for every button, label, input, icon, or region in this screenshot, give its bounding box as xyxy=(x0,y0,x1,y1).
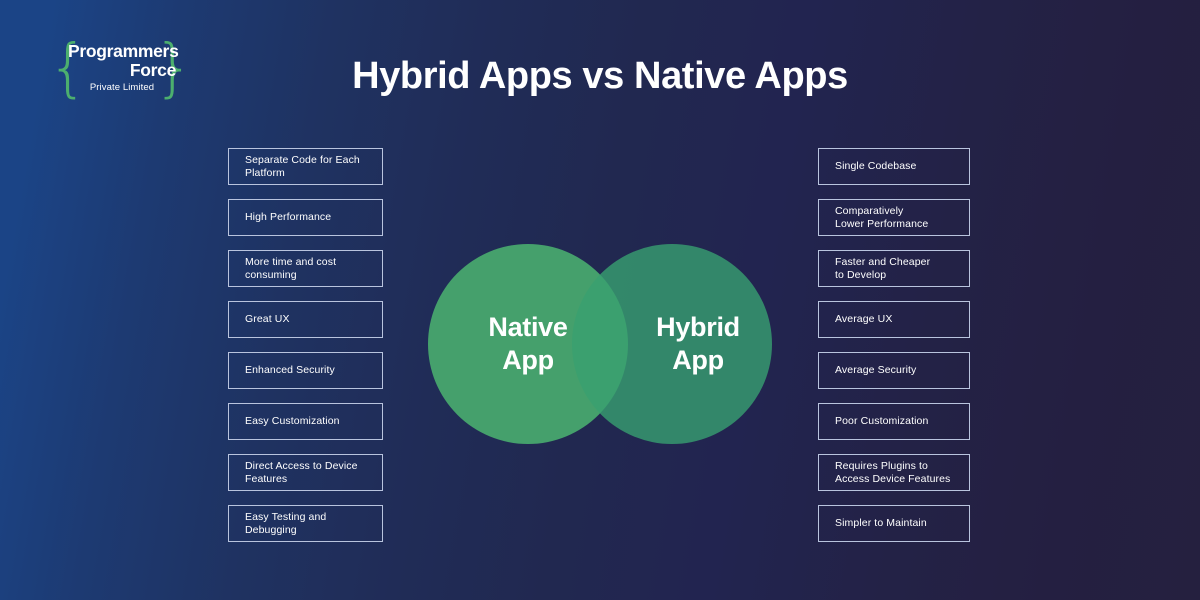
venn-label-hybrid-line-1: Hybrid xyxy=(656,312,740,342)
page-title: Hybrid Apps vs Native Apps xyxy=(352,55,848,97)
native-feature-item-line-2: Debugging xyxy=(245,523,297,536)
hybrid-feature-item-label: Average UX xyxy=(835,313,892,326)
hybrid-feature-item-line-1: Single Codebase xyxy=(835,160,917,173)
venn-label-native-line-1: Native xyxy=(488,312,568,342)
venn-label-hybrid: Hybrid App xyxy=(572,244,798,444)
hybrid-feature-item-line-1: Simpler to Maintain xyxy=(835,517,927,530)
native-feature-item-line-1: High Performance xyxy=(245,211,332,224)
native-feature-item-line-1: More time and cost xyxy=(245,256,337,268)
native-feature-item-line-2: Platform xyxy=(245,166,285,179)
native-feature-item-line-2: Features xyxy=(245,472,288,485)
hybrid-feature-item-line-1: Average UX xyxy=(835,313,893,326)
logo-line-2: Force xyxy=(129,60,176,80)
native-feature-item-line-1: Enhanced Security xyxy=(245,364,335,377)
native-feature-item-label: Great UX xyxy=(245,313,290,326)
native-feature-item-label: Enhanced Security xyxy=(245,364,335,377)
hybrid-feature-item-line-2: to Develop xyxy=(835,268,887,281)
logo-text: Programmers Force Private Limited xyxy=(68,41,179,94)
hybrid-feature-item: Average Security xyxy=(818,352,970,389)
hybrid-feature-item-label: Single Codebase xyxy=(835,160,916,173)
hybrid-feature-item-line-2: Access Device Features xyxy=(835,472,951,485)
hybrid-feature-item-line-2: Lower Performance xyxy=(835,217,929,230)
hybrid-feature-item-label: Simpler to Maintain xyxy=(835,517,927,530)
brace-right-icon: } xyxy=(153,31,194,104)
venn-circle-hybrid xyxy=(572,244,772,444)
native-feature-item-label: High Performance xyxy=(245,211,331,224)
native-feature-item: Great UX xyxy=(228,301,383,338)
native-feature-item-label: Easy Customization xyxy=(245,415,340,428)
logo-line-3: Private Limited xyxy=(89,82,155,93)
native-feature-item-line-1: Easy Customization xyxy=(245,415,340,428)
hybrid-feature-item-line-1: Average Security xyxy=(835,364,917,377)
native-feature-item-line-1: Easy Testing and xyxy=(245,511,327,523)
native-feature-item: Enhanced Security xyxy=(228,352,383,389)
native-feature-item-line-1: Great UX xyxy=(245,313,290,326)
venn-label-native-line-2: App xyxy=(502,345,554,375)
hybrid-feature-item-label: Average Security xyxy=(835,364,916,377)
hybrid-feature-item-line-1: Requires Plugins to xyxy=(835,460,928,472)
hybrid-feature-item-line-1: Comparatively xyxy=(835,205,904,217)
venn-label-hybrid-line-2: App xyxy=(672,345,724,375)
brace-left-icon: { xyxy=(48,31,89,104)
hybrid-feature-item: Poor Customization xyxy=(818,403,970,440)
native-feature-item: High Performance xyxy=(228,199,383,236)
logo-line-1: Programmers xyxy=(68,41,179,61)
hybrid-feature-item-line-1: Faster and Cheaper xyxy=(835,256,931,268)
native-feature-item-line-1: Direct Access to Device xyxy=(245,460,358,472)
company-logo: { } Programmers Force Private Limited xyxy=(48,34,194,102)
hybrid-feature-item-label: Poor Customization xyxy=(835,415,928,428)
venn-diagram: Native App Hybrid App xyxy=(428,244,772,444)
venn-label-native: Native App xyxy=(428,244,656,444)
hybrid-feature-item: Single Codebase xyxy=(818,148,970,185)
hybrid-feature-item: Simpler to Maintain xyxy=(818,505,970,542)
hybrid-feature-item: Average UX xyxy=(818,301,970,338)
native-feature-item: Easy Customization xyxy=(228,403,383,440)
native-feature-item-line-1: Separate Code for Each xyxy=(245,154,360,166)
native-feature-item-line-2: consuming xyxy=(245,268,297,281)
hybrid-feature-item-line-1: Poor Customization xyxy=(835,415,929,428)
